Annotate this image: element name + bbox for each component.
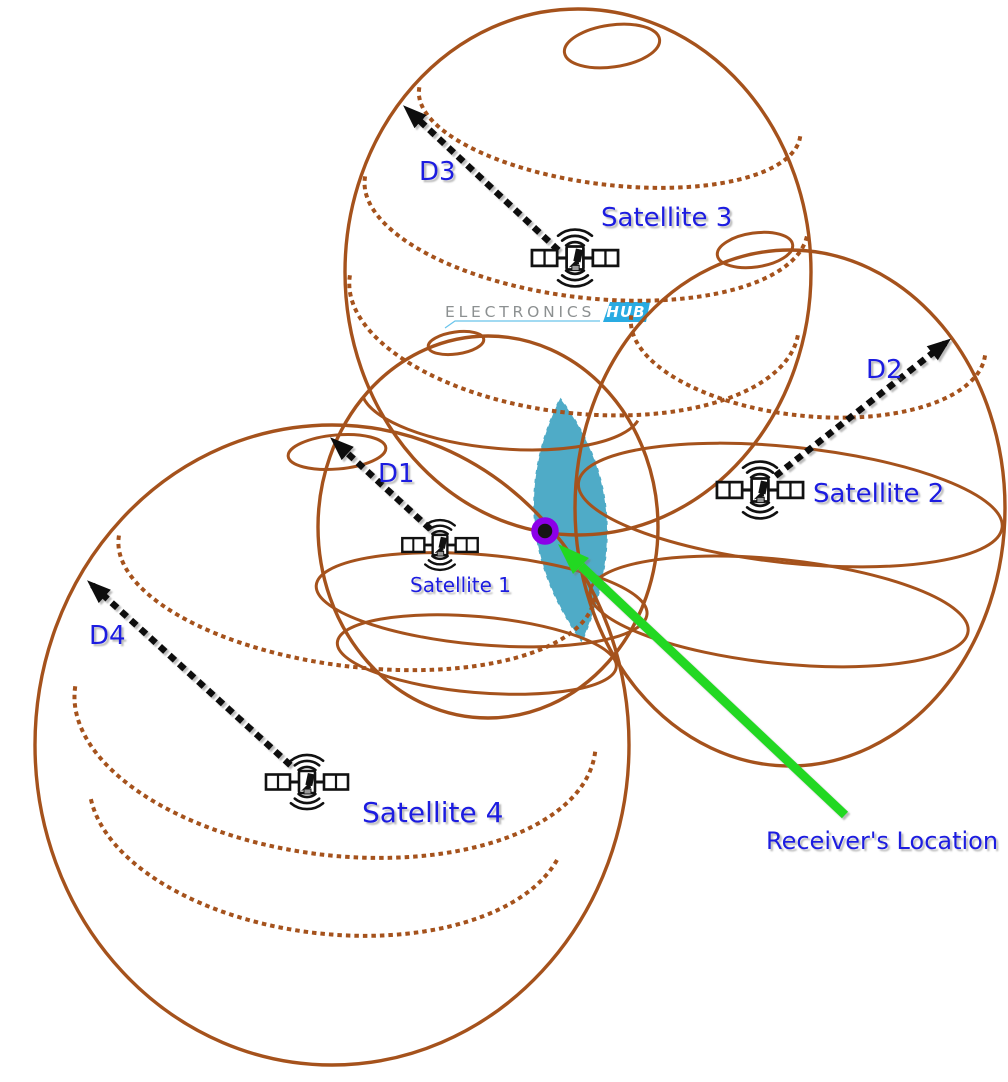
watermark-brand-text: ELECTRONICS bbox=[445, 303, 595, 321]
satellite-1-icon bbox=[400, 518, 480, 572]
satellite-1-label: Satellite 1 bbox=[410, 573, 511, 597]
watermark-underline bbox=[444, 320, 600, 329]
d3-label: D3 bbox=[419, 157, 456, 187]
satellite-3-label: Satellite 3 bbox=[601, 203, 732, 233]
distance-arrow-d3 bbox=[401, 103, 561, 253]
watermark-tag-text: HUB bbox=[606, 303, 645, 321]
watermark: ELECTRONICS HUB bbox=[444, 302, 650, 329]
receiver-point bbox=[531, 517, 559, 545]
satellite-2-label: Satellite 2 bbox=[813, 479, 944, 509]
d4-label: D4 bbox=[89, 621, 126, 651]
distance-arrow-d1 bbox=[328, 435, 433, 532]
sphere-1-pole-circle bbox=[426, 329, 486, 357]
sphere-4 bbox=[33, 423, 631, 1067]
receiver-pointer-arrow bbox=[558, 544, 849, 819]
d1-label: D1 bbox=[378, 459, 415, 489]
sphere-2-pole-circle bbox=[715, 230, 795, 270]
satellite-4-label: Satellite 4 bbox=[362, 796, 503, 829]
distance-arrow-d2 bbox=[773, 336, 953, 479]
distance-arrow-d4 bbox=[85, 578, 293, 768]
sphere-3-pole-circle bbox=[562, 22, 662, 70]
watermark-tag-background bbox=[603, 302, 650, 322]
sphere-1 bbox=[314, 329, 660, 720]
d2-label: D2 bbox=[866, 355, 903, 385]
sphere-3 bbox=[343, 7, 813, 537]
receiver-location-label: Receiver's Location bbox=[766, 827, 998, 855]
satellite-4-icon bbox=[264, 753, 350, 811]
sphere-4-pole-circle bbox=[286, 433, 388, 471]
sphere-2 bbox=[573, 230, 1007, 768]
